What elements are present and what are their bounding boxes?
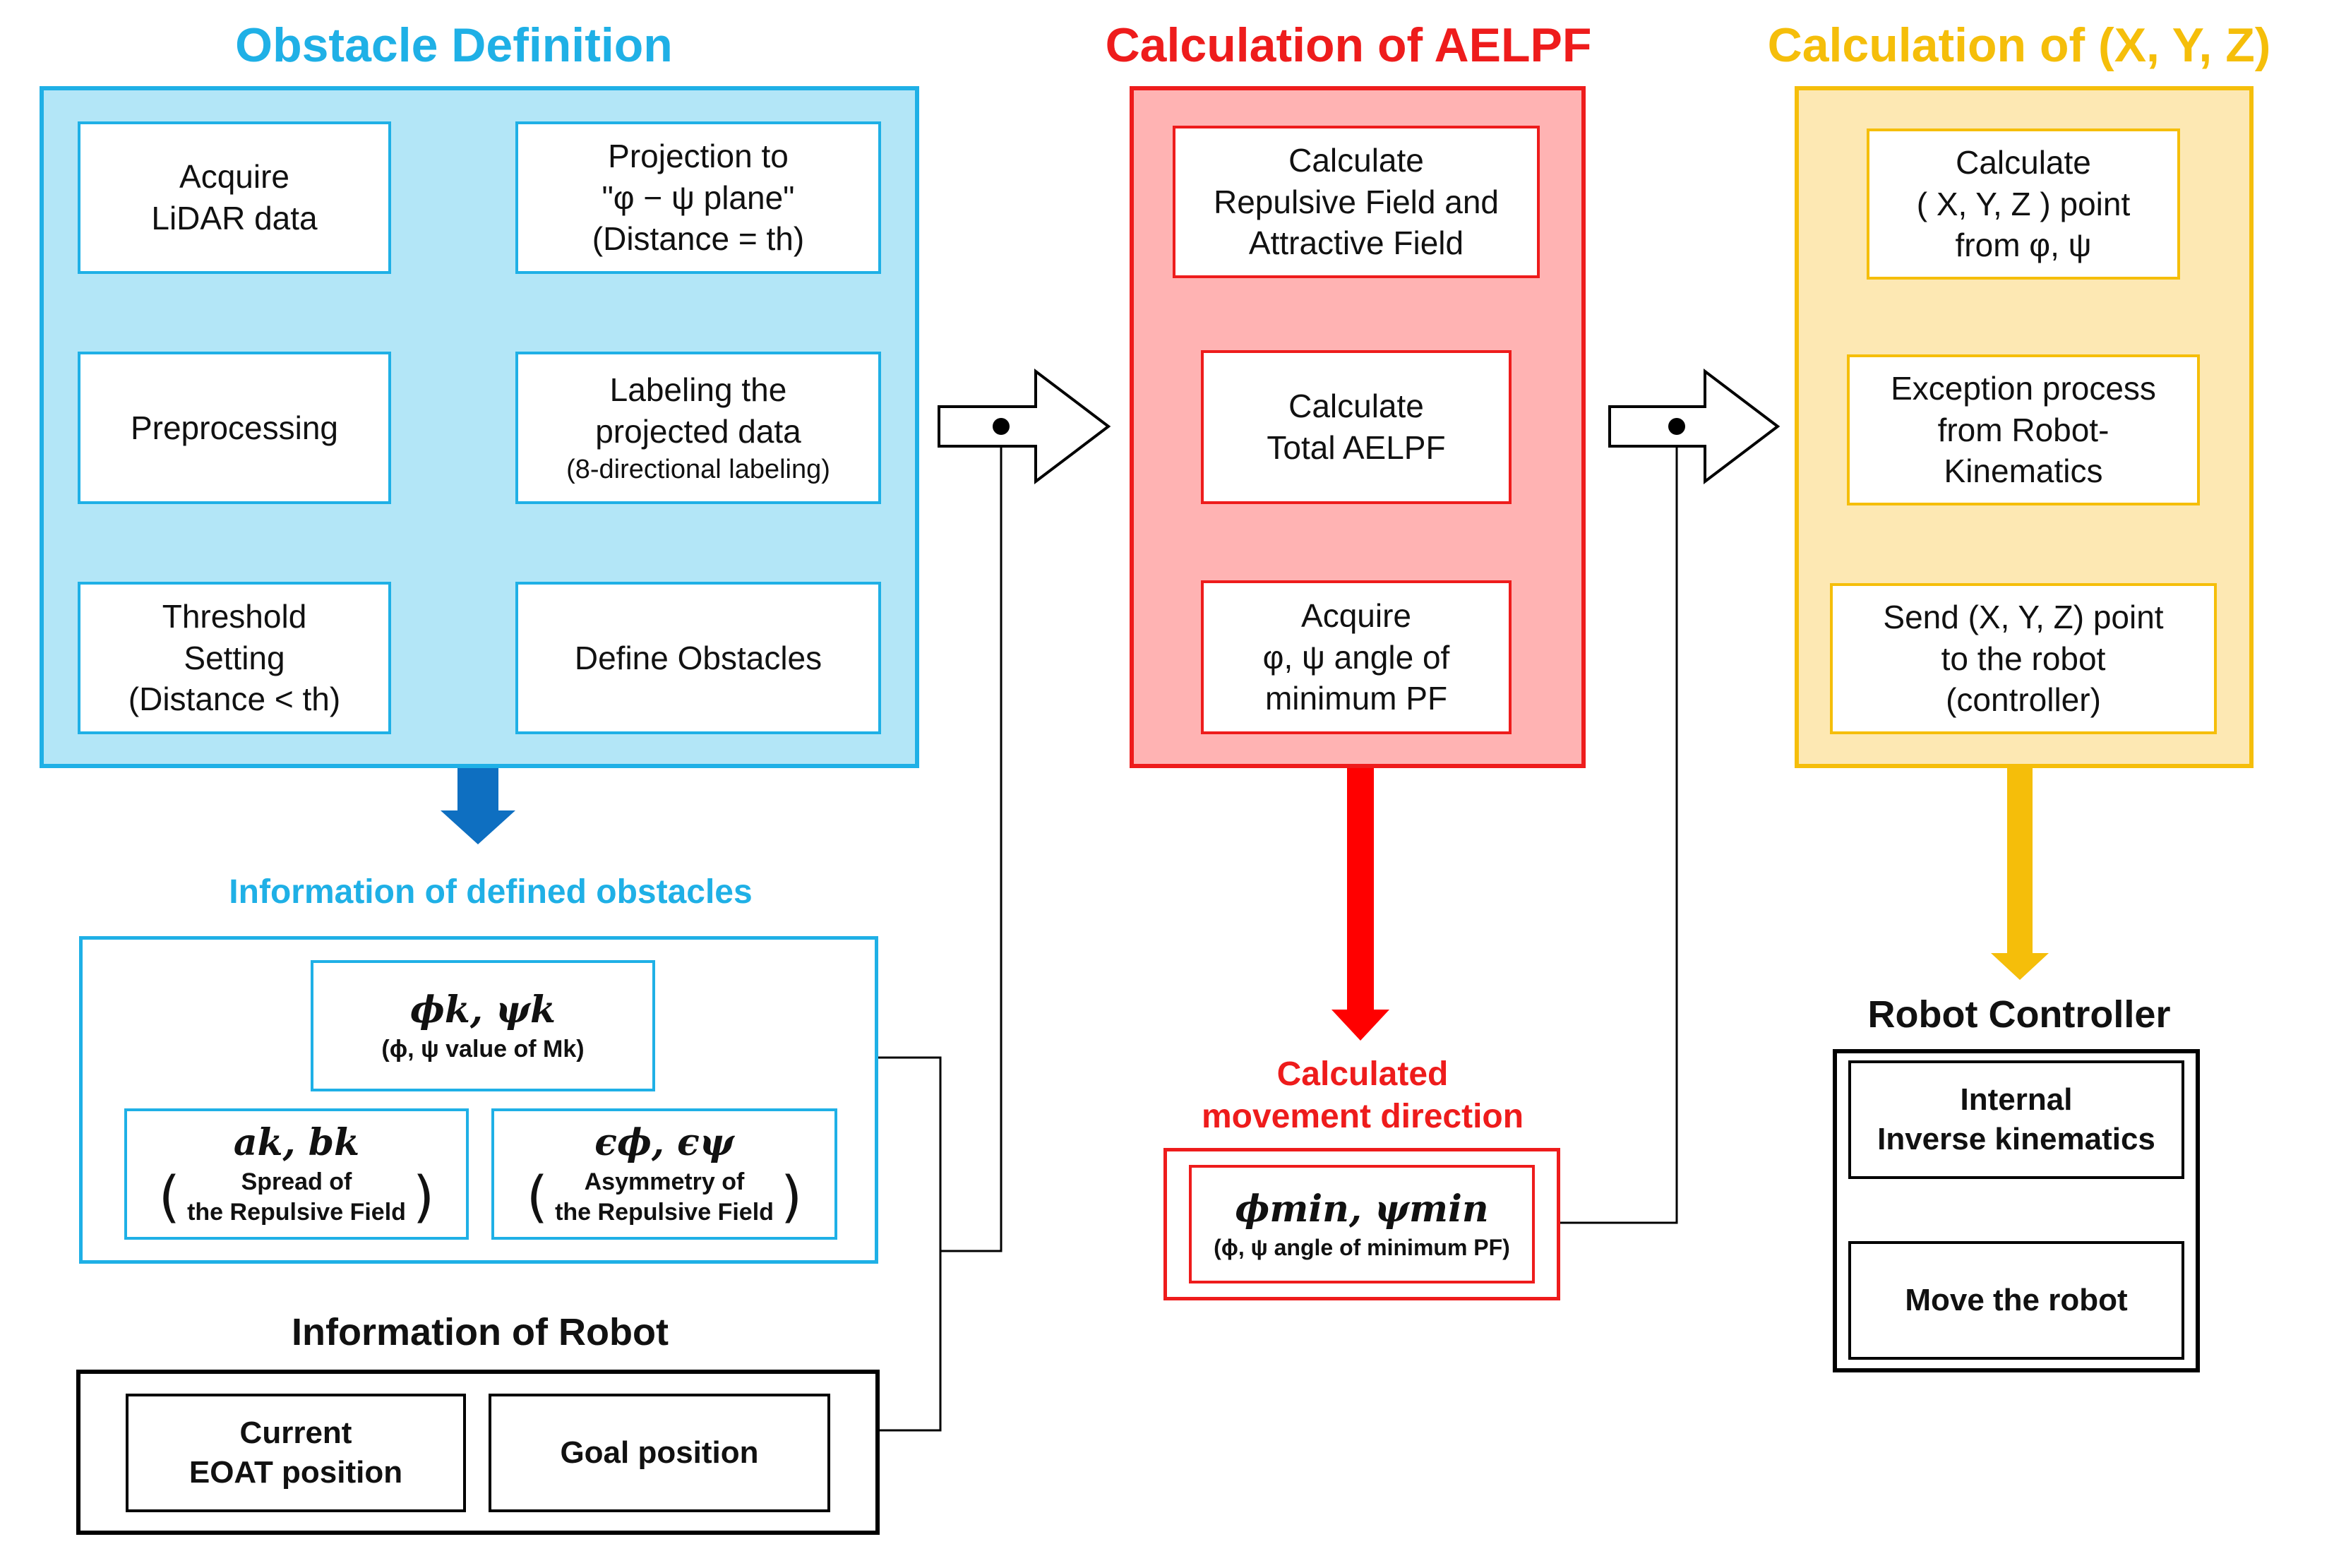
acquire-line-1: Acquire	[179, 158, 289, 196]
blue-down-arrow	[441, 768, 515, 844]
inverse-kinematics-box: Internal Inverse kinematics	[1848, 1060, 2184, 1179]
acquire-angle-box: Acquire φ, ψ angle of minimum PF	[1201, 580, 1512, 734]
labeling-line-1: Labeling the	[609, 371, 787, 408]
repulsive-line-3: Attractive Field	[1248, 225, 1464, 262]
line-movement-to-arrow	[1558, 426, 1678, 1224]
aelpf-title: Calculation of AELPF	[1105, 18, 1592, 72]
goal-position-box: Goal position	[489, 1394, 830, 1512]
acquire-line-2: LiDAR data	[151, 200, 318, 237]
send-point-box: Send (X, Y, Z) point to the robot (contr…	[1830, 583, 2217, 734]
preprocessing-label: Preprocessing	[130, 409, 339, 446]
preprocessing-box: Preprocessing	[78, 352, 391, 504]
phi-psi-box: ϕk, ψk (ϕ, ψ value of Mk)	[311, 960, 655, 1091]
calc-point-line-3: from φ, ψ	[1955, 227, 2092, 264]
threshold-line-1: Threshold	[162, 597, 307, 635]
asymmetry-symbol: ϵϕ, ϵψ	[594, 1121, 734, 1165]
movement-inner-box: ϕmin, ψmin (ϕ, ψ angle of minimum PF)	[1189, 1165, 1535, 1283]
yellow-down-arrow	[1991, 768, 2049, 980]
obstacle-info-title: Information of defined obstacles	[229, 873, 753, 911]
current-eoat-box: Current EOAT position	[126, 1394, 466, 1512]
send-line-1: Send (X, Y, Z) point	[1883, 598, 2164, 635]
phi-psi-desc: (ϕ, ψ value of Mk)	[381, 1035, 585, 1063]
movement-title-line-2: movement direction	[1201, 1098, 1524, 1135]
spread-right-paren: )	[412, 1166, 435, 1230]
spread-left-paren: (	[158, 1166, 181, 1230]
hollow-right-arrow-2	[1608, 368, 1781, 485]
ik-line-2: Inverse kinematics	[1877, 1122, 2155, 1156]
repulsive-line-1: Calculate	[1288, 141, 1424, 179]
projection-box: Projection to "φ − ψ plane" (Distance = …	[515, 121, 881, 274]
acquire-lidar-box: Acquire LiDAR data	[78, 121, 391, 274]
asymmetry-desc-group: ( Asymmetry of the Repulsive Field )	[527, 1167, 803, 1228]
threshold-line-3: (Distance < th)	[128, 681, 341, 718]
acquire-angle-line-2: φ, ψ angle of	[1262, 638, 1450, 676]
repulsive-attractive-box: Calculate Repulsive Field and Attractive…	[1173, 126, 1540, 278]
phi-psi-symbol: ϕk, ψk	[409, 988, 556, 1031]
movement-title-line-1: Calculated	[1276, 1055, 1449, 1093]
asymmetry-line-1: Asymmetry of	[584, 1168, 745, 1195]
labeling-line-2: projected data	[595, 412, 801, 450]
threshold-box: Threshold Setting (Distance < th)	[78, 582, 391, 734]
exception-box: Exception process from Robot- Kinematics	[1847, 354, 2200, 505]
exception-line-2: from Robot-	[1937, 411, 2109, 448]
send-line-2: to the robot	[1941, 640, 2106, 677]
threshold-line-2: Setting	[184, 639, 285, 676]
asymmetry-right-paren: )	[780, 1166, 803, 1230]
acquire-angle-line-3: minimum PF	[1264, 680, 1448, 717]
robot-controller-title: Robot Controller	[1867, 993, 2171, 1036]
calc-point-line-2: ( X, Y, Z ) point	[1916, 185, 2131, 222]
asymmetry-left-paren: (	[526, 1166, 549, 1230]
projection-line-1: Projection to	[608, 137, 789, 174]
ik-line-1: Internal	[1960, 1082, 2073, 1117]
define-obstacles-label: Define Obstacles	[574, 639, 822, 676]
total-aelpf-box: Calculate Total AELPF	[1201, 350, 1512, 504]
spread-desc-group: ( Spread of the Repulsive Field )	[159, 1167, 435, 1228]
robot-info-title: Information of Robot	[292, 1311, 669, 1353]
asymmetry-line-2: the Repulsive Field	[555, 1199, 774, 1226]
calc-point-box: Calculate ( X, Y, Z ) point from φ, ψ	[1867, 128, 2180, 280]
total-line-1: Calculate	[1288, 388, 1424, 425]
spread-box: ak, bk ( Spread of the Repulsive Field )	[124, 1108, 469, 1240]
define-obstacles-box: Define Obstacles	[515, 582, 881, 734]
move-robot-label: Move the robot	[1905, 1282, 2128, 1317]
spread-line-1: Spread of	[241, 1168, 352, 1195]
projection-line-3: (Distance = th)	[592, 220, 805, 258]
line-robot-info-to-arrow	[878, 1251, 942, 1432]
xyz-title: Calculation of (X, Y, Z)	[1767, 18, 2271, 72]
labeling-line-3: (8-directional labeling)	[566, 454, 830, 484]
phi-min-psi-min-symbol: ϕmin, ψmin	[1235, 1187, 1489, 1231]
total-line-2: Total AELPF	[1267, 429, 1446, 466]
move-robot-box: Move the robot	[1848, 1241, 2184, 1360]
repulsive-line-2: Repulsive Field and	[1213, 183, 1499, 220]
connector-dot-1	[993, 418, 1010, 435]
obstacle-definition-title: Obstacle Definition	[235, 18, 673, 72]
current-eoat-line-2: EOAT position	[188, 1455, 403, 1490]
spread-symbol: ak, bk	[233, 1121, 360, 1165]
connector-dot-2	[1668, 418, 1685, 435]
exception-line-3: Kinematics	[1944, 453, 2103, 490]
calc-point-line-1: Calculate	[1956, 143, 2091, 181]
asymmetry-box: ϵϕ, ϵψ ( Asymmetry of the Repulsive Fiel…	[491, 1108, 837, 1240]
current-eoat-line-1: Current	[239, 1415, 352, 1450]
spread-line-2: the Repulsive Field	[187, 1199, 406, 1226]
labeling-box: Labeling the projected data (8-direction…	[515, 352, 881, 504]
goal-position-label: Goal position	[560, 1435, 759, 1470]
exception-line-1: Exception process	[1891, 369, 2156, 407]
hollow-right-arrow-1	[938, 368, 1111, 485]
movement-direction-title: Calculated movement direction	[1158, 1053, 1567, 1138]
projection-line-2: "φ − ψ plane"	[602, 179, 795, 216]
send-line-3: (controller)	[1946, 681, 2101, 719]
movement-desc: (ϕ, ψ angle of minimum PF)	[1214, 1234, 1510, 1260]
acquire-angle-line-1: Acquire	[1301, 597, 1411, 634]
red-down-arrow	[1331, 768, 1389, 1041]
